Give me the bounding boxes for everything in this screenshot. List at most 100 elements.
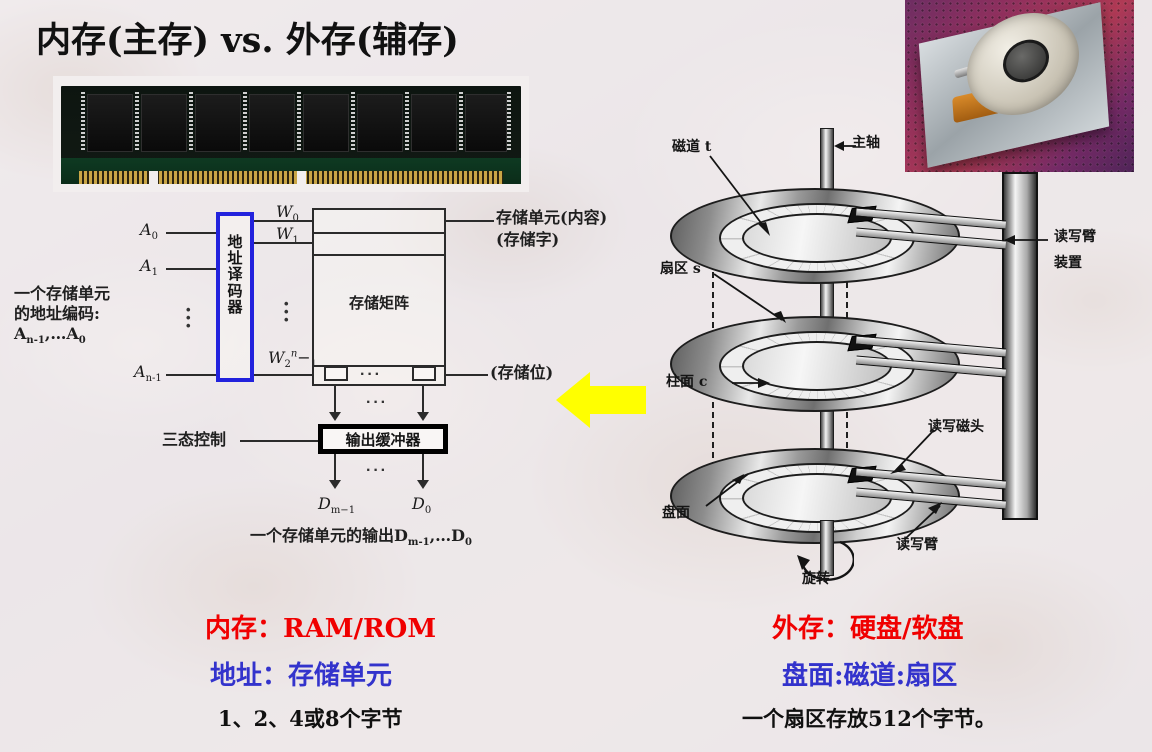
bit-cell-ellipsis: ··· — [360, 366, 382, 383]
address-input-label-an1: An-1 — [134, 362, 162, 385]
word-line-label-w1: W1 — [276, 224, 299, 247]
address-line-an1 — [166, 374, 218, 376]
memory-matrix-row-divider — [314, 365, 444, 367]
memory-bit-callout-line — [446, 374, 488, 376]
buffer-output-ellipsis: ··· — [366, 462, 388, 479]
disk-inner-hole — [742, 213, 892, 263]
ram-chip — [357, 94, 403, 152]
memory-matrix-row-divider — [314, 254, 444, 256]
caption-left-line1: 内存：RAM/ROM — [205, 614, 437, 644]
ram-trace — [351, 92, 355, 152]
ram-trace — [189, 92, 193, 152]
sector-leader-line — [713, 273, 786, 323]
ram-notch — [149, 171, 158, 184]
buffer-output-arrow-right — [417, 480, 429, 489]
ram-trace — [405, 92, 409, 152]
memory-matrix-box — [312, 208, 446, 386]
memory-matrix-row-divider — [314, 232, 444, 234]
caption-right-line1: 外存：硬盘/软盘 — [772, 614, 964, 644]
memory-left-note-line2: 的地址编码: — [14, 304, 100, 323]
disk-label-rotation: 旋转 — [802, 571, 830, 587]
memory-word-callout-line — [446, 220, 494, 222]
address-input-label-a1: A1 — [140, 256, 158, 279]
caption-left-line3: 1、2、4或8个字节 — [218, 706, 403, 731]
matrix-to-buffer-arrow-right — [417, 412, 429, 421]
address-input-label-a0: A0 — [140, 220, 158, 243]
memory-left-note-line1: 一个存储单元 — [14, 284, 111, 303]
ram-gold-pins — [79, 171, 503, 184]
actuator-arm-assembly — [1002, 172, 1038, 520]
hard-disk-photo — [905, 0, 1134, 172]
buffer-output-line-left — [334, 454, 336, 482]
memory-matrix-label: 存储矩阵 — [348, 294, 409, 312]
disk-label-read-write-head: 读写磁头 — [928, 419, 984, 435]
address-decoder-label: 地址译码器 — [227, 233, 243, 316]
ram-trace — [297, 92, 301, 152]
disk-inner-hole — [742, 473, 892, 523]
tristate-control-label: 三态控制 — [162, 430, 227, 449]
buffer-output-arrow-left — [329, 480, 341, 489]
output-label-dm1: Dm−1 — [318, 494, 356, 517]
yellow-left-arrow-icon — [556, 372, 646, 428]
memory-bit-cell — [412, 366, 436, 381]
matrix-to-buffer-arrow-left — [329, 412, 341, 421]
address-line-a0 — [166, 232, 218, 234]
ram-dimm-photo — [53, 76, 529, 192]
output-label-d0: D0 — [412, 494, 432, 517]
disk-spindle-bottom — [820, 520, 834, 576]
address-lines-ellipsis: ••• — [186, 302, 191, 333]
cylinder-arrow-icon — [732, 378, 770, 388]
ram-pcb-edge — [61, 158, 521, 184]
word-line-label-w0: W0 — [276, 202, 299, 225]
memory-bit-cell — [324, 366, 348, 381]
hard-disk-structure-diagram: 磁道 t 扇区 s 柱面 c 盘面 主轴 读写磁头 — [650, 128, 1150, 596]
output-note: 一个存储单元的输出Dm-1,…D0 — [250, 526, 473, 549]
matrix-to-buffer-line-left — [334, 386, 336, 414]
ram-chip — [141, 94, 187, 152]
disk-label-read-write-arm: 读写臂 — [896, 537, 938, 553]
output-buffer-box: 输出缓冲器 — [318, 424, 448, 454]
track-leader-line — [709, 155, 770, 236]
disk-label-track: 磁道 t — [672, 139, 712, 155]
matrix-to-buffer-line-right — [422, 386, 424, 414]
arm-leader-line — [905, 502, 942, 539]
ram-chip — [249, 94, 295, 152]
memory-word-label-line1: 存储单元(内容) — [496, 208, 608, 227]
word-lines-ellipsis: ••• — [284, 296, 289, 327]
arm-assembly-arrow-icon — [1004, 235, 1048, 245]
caption-right-line3: 一个扇区存放512个字节。 — [742, 706, 996, 731]
ram-trace — [81, 92, 85, 152]
word-line-w0 — [254, 220, 312, 222]
disk-label-spindle: 主轴 — [852, 135, 880, 151]
ram-chip — [195, 94, 241, 152]
caption-left-line2: 地址：存储单元 — [210, 661, 393, 691]
memory-left-note-line3: An-1,…A0 — [14, 324, 86, 347]
matrix-to-buffer-ellipsis: ··· — [366, 394, 388, 411]
ram-chip — [465, 94, 507, 152]
ram-trace — [507, 92, 511, 152]
ram-trace — [135, 92, 139, 152]
word-line-w1 — [254, 242, 312, 244]
disk-label-sector: 扇区 s — [660, 261, 701, 277]
ram-trace — [243, 92, 247, 152]
memory-bit-label: (存储位) — [490, 363, 554, 382]
memory-block-diagram: 一个存储单元 的地址编码: An-1,…A0 A0 A1 An-1 ••• 地址… — [0, 196, 610, 576]
ram-chip — [411, 94, 457, 152]
rotation-arrow-icon — [797, 540, 854, 581]
word-line-w2n1 — [254, 374, 312, 376]
buffer-output-line-right — [422, 454, 424, 482]
head-leader-line — [890, 429, 935, 474]
ram-chip — [87, 94, 133, 152]
memory-word-label-line2: (存储字) — [496, 230, 560, 249]
ram-board — [61, 86, 521, 184]
tristate-control-line — [240, 440, 320, 442]
address-line-a1 — [166, 268, 218, 270]
ram-notch — [297, 171, 306, 184]
disk-label-surface: 盘面 — [662, 505, 690, 521]
page-title: 内存(主存) vs. 外存(辅存) — [36, 20, 459, 61]
disk-label-arm-assembly-line2: 装置 — [1054, 255, 1082, 271]
ram-trace — [459, 92, 463, 152]
word-line-label-w2n1: W2n−1 — [268, 348, 317, 371]
disk-label-arm-assembly-line1: 读写臂 — [1054, 229, 1096, 245]
